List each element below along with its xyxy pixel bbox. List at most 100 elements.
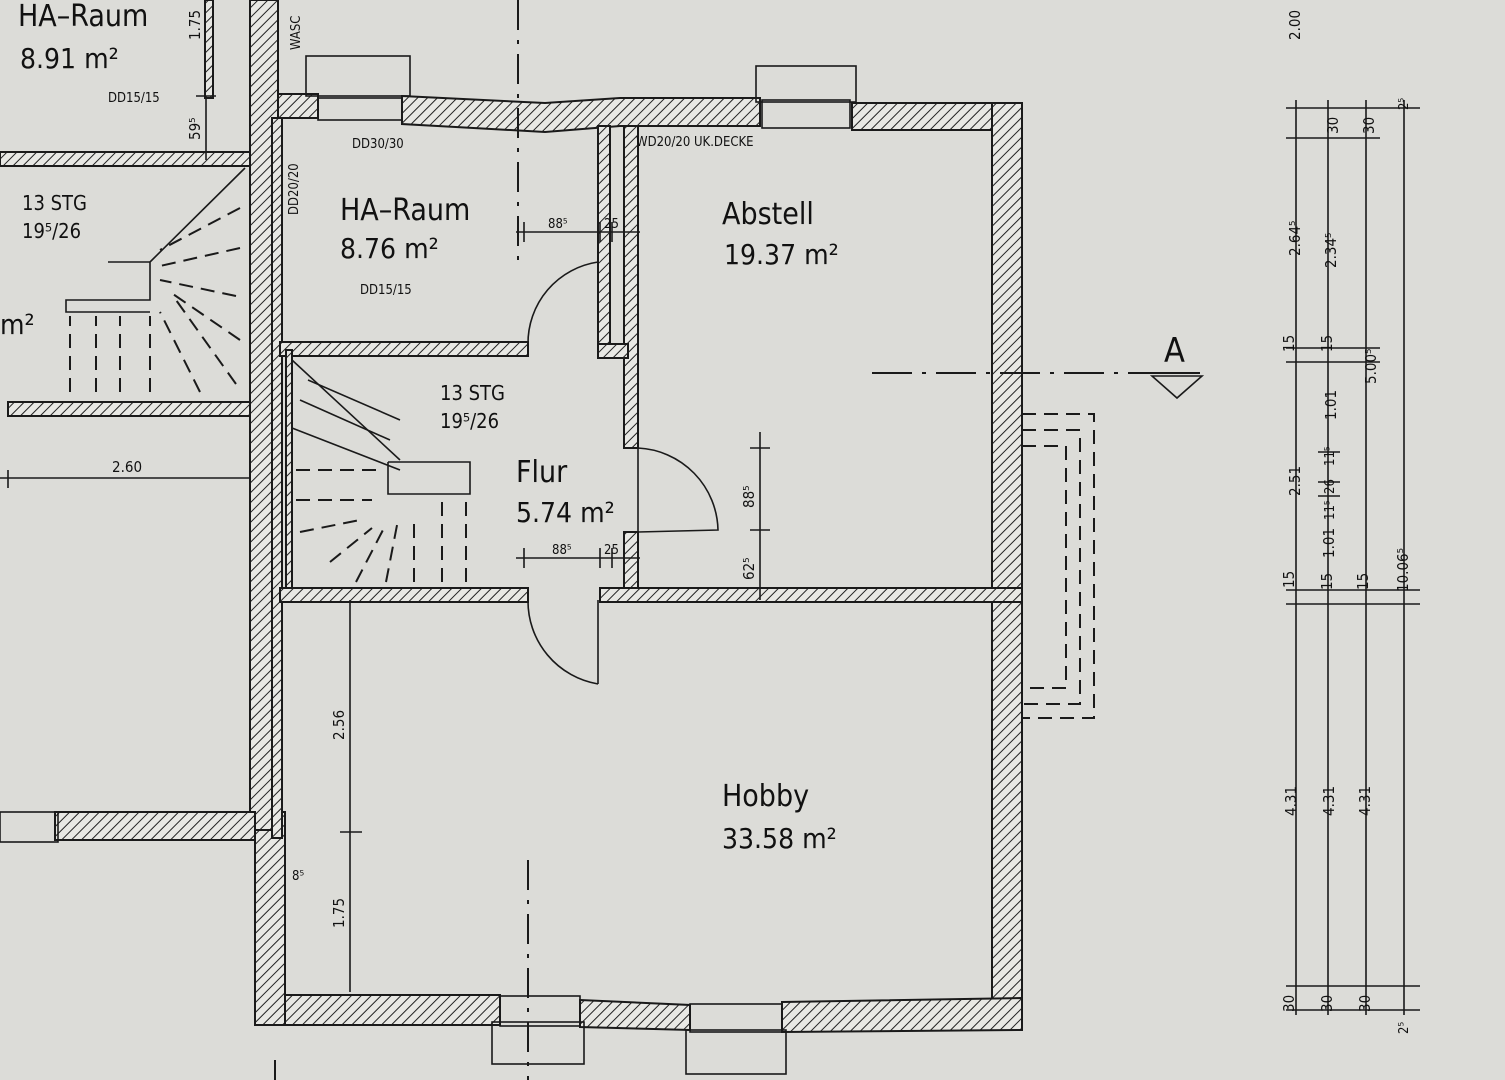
window-top-right bbox=[755, 65, 857, 103]
dim-25-bottom: 25 bbox=[604, 543, 619, 558]
rd-col4-1: 10.06⁵ bbox=[1394, 548, 1412, 592]
dim-62: 62⁵ bbox=[740, 557, 758, 580]
outer-wall-bottom-mid bbox=[579, 998, 691, 1032]
rd-col4-2: 2⁵ bbox=[1397, 1022, 1412, 1034]
section-a bbox=[872, 372, 1205, 400]
rd-col2-6: 11⁵ bbox=[1323, 500, 1338, 520]
stair-left-ratio: 19⁵/26 bbox=[22, 219, 81, 243]
room-name-hobby: Hobby bbox=[722, 779, 809, 814]
outer-wall-right bbox=[991, 102, 1023, 1026]
room-area-abstell: 19.37 m² bbox=[724, 238, 839, 271]
rd-col1-6: 30 bbox=[1280, 995, 1298, 1012]
rd-col2-1: 2.34⁵ bbox=[1322, 233, 1340, 268]
rd-col2-10: 30 bbox=[1318, 995, 1336, 1012]
room-area-ha-left: 8.91 m² bbox=[20, 42, 119, 75]
dim-25-top: 25 bbox=[604, 217, 619, 232]
rd-col2-7: 1.01 bbox=[1320, 528, 1338, 558]
window-left bbox=[0, 811, 59, 843]
room-area-left-partial: m² bbox=[0, 308, 35, 341]
rd-col2-2: 15 bbox=[1318, 335, 1336, 352]
rd-col2-5: 26 bbox=[1323, 479, 1338, 494]
wall-abstell-left bbox=[623, 125, 639, 449]
window-bottom-2-glass bbox=[689, 1003, 783, 1033]
room-name-flur: Flur bbox=[516, 455, 568, 490]
stair-center-ratio: 19⁵/26 bbox=[440, 409, 499, 433]
doors bbox=[527, 261, 719, 685]
party-wall-thin bbox=[271, 117, 283, 839]
rd-col2-0: 30 bbox=[1324, 117, 1342, 134]
axis-lines bbox=[274, 0, 529, 1080]
rd-col2-8: 15 bbox=[1318, 573, 1336, 590]
rd-col1-2: 15 bbox=[1280, 335, 1298, 352]
rd-col3-4: 30 bbox=[1356, 995, 1374, 1012]
light-well bbox=[1022, 413, 1095, 719]
outer-wall-top-mid bbox=[401, 94, 761, 134]
rd-col3-0: 30 bbox=[1360, 117, 1378, 134]
dimension-labels: 1.75 59⁵ WASC 2.60 88⁵ 25 88⁵ 25 88⁵ 62⁵… bbox=[112, 10, 758, 928]
wall-stair-left bbox=[285, 349, 293, 591]
dim-88-bottom: 88⁵ bbox=[552, 543, 572, 558]
stair-left-steps: 13 STG bbox=[22, 191, 87, 215]
right-dimension-chain: 2.00 2.64⁵ 15 2.51 15 4.31 30 30 2.34⁵ 1… bbox=[1280, 10, 1412, 1034]
code-abstell: WD20/20 UK.DECKE bbox=[636, 135, 754, 150]
dim-256: 2.56 bbox=[330, 710, 348, 740]
dim-8: 8⁵ bbox=[292, 869, 304, 884]
rd-col2-3: 1.01 bbox=[1322, 390, 1340, 420]
room-name-ha: HA–Raum bbox=[340, 193, 470, 228]
left-wall-3 bbox=[54, 811, 256, 841]
wall-mid-left bbox=[279, 587, 529, 603]
section-label: A bbox=[1164, 331, 1185, 371]
rd-col3-3: 4.31 bbox=[1356, 786, 1374, 816]
dim-175-bottom: 1.75 bbox=[330, 898, 348, 928]
left-wall-4 bbox=[204, 0, 214, 99]
room-labels: HA–Raum 8.91 m² DD15/15 HA–Raum 8.76 m² … bbox=[0, 0, 839, 855]
dim-88-top: 88⁵ bbox=[548, 217, 568, 232]
rd-col1-5: 4.31 bbox=[1282, 786, 1300, 816]
code-ha-left: DD15/15 bbox=[108, 91, 160, 106]
stair-left bbox=[65, 167, 246, 393]
rd-col1-3: 2.51 bbox=[1286, 466, 1304, 496]
room-area-ha: 8.76 m² bbox=[340, 232, 439, 265]
window-top-left bbox=[305, 55, 411, 97]
rd-col3-1: 5.00⁵ bbox=[1362, 349, 1380, 384]
door-ha bbox=[527, 261, 599, 345]
code-ha: DD15/15 bbox=[360, 283, 412, 298]
door-hobby bbox=[527, 599, 599, 685]
code-ha-2: DD30/30 bbox=[352, 137, 404, 152]
stair-center-steps: 13 STG bbox=[440, 381, 505, 405]
rd-col1-0: 2.00 bbox=[1286, 10, 1304, 40]
rd-col4-0: 2⁵ bbox=[1397, 98, 1412, 110]
rd-col1-4: 15 bbox=[1280, 571, 1298, 588]
window-bottom-2 bbox=[685, 1029, 787, 1075]
window-top-right-glass bbox=[761, 99, 851, 129]
window-top-left-glass bbox=[317, 97, 403, 121]
room-area-flur: 5.74 m² bbox=[516, 496, 615, 529]
wall-abstell-left-lower bbox=[623, 531, 639, 593]
left-wall-1 bbox=[0, 151, 251, 167]
rd-col2-9: 4.31 bbox=[1320, 786, 1338, 816]
stair-center bbox=[291, 359, 471, 583]
room-name-ha-left: HA–Raum bbox=[18, 0, 148, 34]
window-bottom-1 bbox=[491, 1021, 585, 1065]
outer-wall-bottom-left bbox=[254, 994, 501, 1026]
window-bottom-1-glass bbox=[499, 995, 581, 1027]
rd-col3-2: 15 bbox=[1354, 573, 1372, 590]
dim-260: 2.60 bbox=[112, 458, 142, 476]
wall-mid-right bbox=[599, 587, 1023, 603]
wall-ha-bottom bbox=[279, 341, 529, 357]
rd-col2-4: 11⁵ bbox=[1323, 446, 1338, 466]
room-name-abstell: Abstell bbox=[722, 197, 814, 232]
wall-599-stub bbox=[597, 343, 629, 359]
rd-col1-1: 2.64⁵ bbox=[1286, 221, 1304, 256]
outer-wall-left-lower bbox=[254, 811, 286, 1026]
left-wall-2 bbox=[7, 401, 251, 417]
outer-wall-bottom-right bbox=[781, 996, 1023, 1034]
dimension-lines bbox=[0, 95, 1420, 1015]
walls bbox=[0, 0, 1023, 1034]
dim-88-vert: 88⁵ bbox=[740, 485, 758, 508]
dim-59: 59⁵ bbox=[186, 117, 204, 140]
dim-175-top: 1.75 bbox=[186, 10, 204, 40]
code-ha-3: DD20/20 bbox=[287, 163, 302, 215]
room-area-hobby: 33.58 m² bbox=[722, 822, 837, 855]
